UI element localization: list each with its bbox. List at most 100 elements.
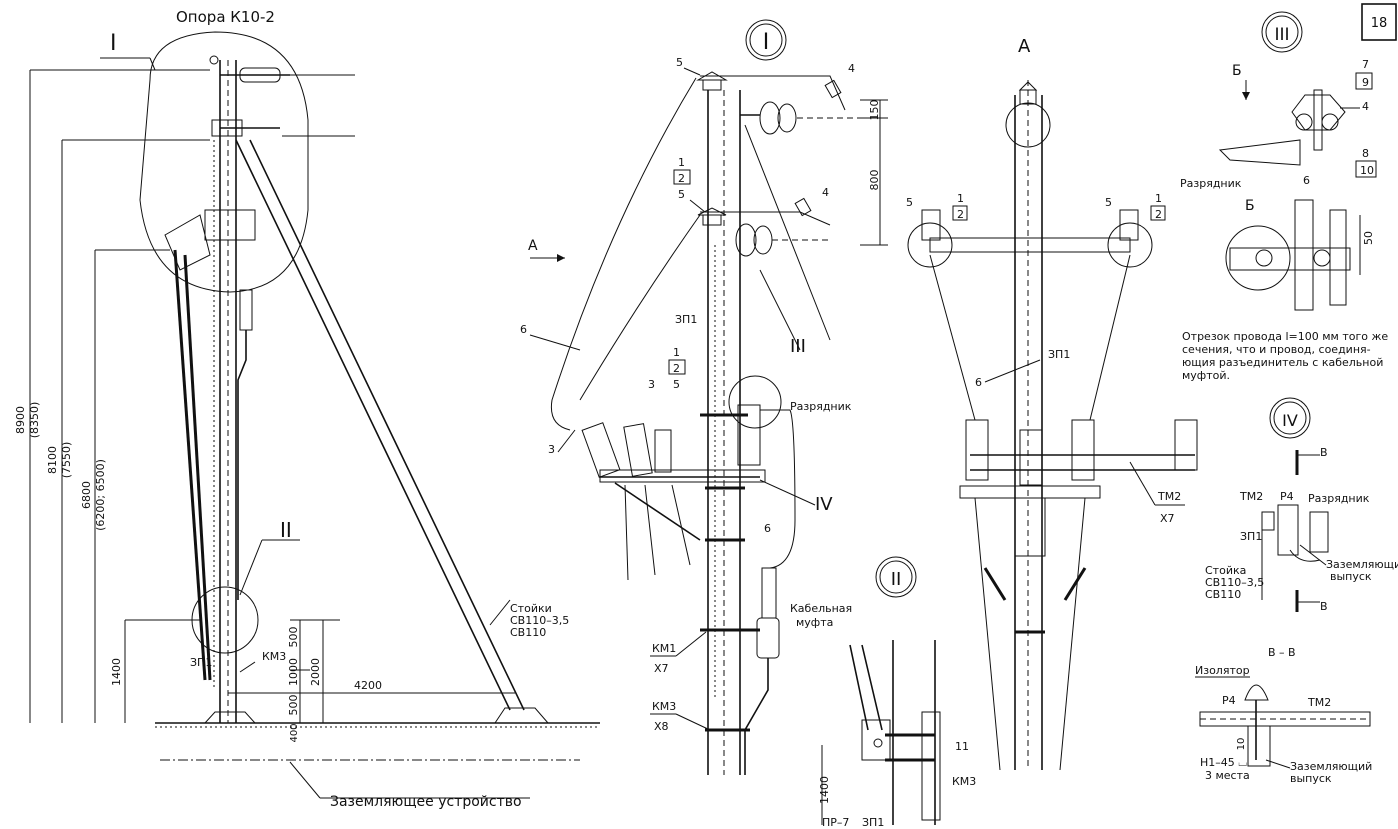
label-sv110: СВ110 <box>510 626 546 639</box>
label-2b: 2 <box>673 362 680 375</box>
label-n2-vv: 3 места <box>1205 769 1250 782</box>
view-IV: IV В В ТМ2 Р4 Разрядник ЗП1 Стойка СВ110… <box>1205 397 1398 613</box>
label-x7: Х7 <box>654 662 669 675</box>
label-tm2-vv: ТМ2 <box>1307 696 1331 709</box>
label-tm2-vA: ТМ2 <box>1157 490 1181 503</box>
label-x7-vA: Х7 <box>1160 512 1175 525</box>
marker-I-main: I <box>110 31 117 56</box>
dim-1000: 1000 <box>287 658 300 686</box>
label-insulator: Изолятор <box>1195 664 1250 677</box>
label-stoyki: Стойки <box>510 602 552 615</box>
label-zp1-v2: ЗП1 <box>862 816 884 829</box>
dim-8350: (8350) <box>28 402 41 439</box>
label-pr7: ПР–7 <box>822 816 849 829</box>
label-9-v3: 9 <box>1362 76 1369 89</box>
dim-500b: 500 <box>287 695 300 716</box>
label-6-vA: 6 <box>975 376 982 389</box>
label-8-v3: 8 <box>1362 147 1369 160</box>
label-arrester-v1: Разрядник <box>790 400 852 413</box>
label-5r: 5 <box>1105 196 1112 209</box>
label-4a: 4 <box>848 62 855 75</box>
dim-4200: 4200 <box>354 679 382 692</box>
sheet-number-box: 18 <box>1361 3 1397 41</box>
dim-6200: (6200; 6500) <box>94 459 107 531</box>
view-III: III Б 50 7 9 4 8 10 Разрядник 6 Б Отрезо… <box>1180 11 1388 382</box>
view-A: А 5 1 2 5 1 2 <box>906 36 1198 771</box>
label-5a: 5 <box>676 56 683 69</box>
dim-500a: 500 <box>287 627 300 648</box>
label-sv1-v4: СВ110–3,5 <box>1205 576 1264 589</box>
view-B-mid-label: Б <box>1245 198 1255 214</box>
label-zp1-v1: ЗП1 <box>675 313 697 326</box>
label-x8: Х8 <box>654 720 669 733</box>
dim-50: 50 <box>1362 231 1375 245</box>
label-arrester-v3: Разрядник <box>1180 177 1242 190</box>
label-sv110-35: СВ110–3,5 <box>510 614 569 627</box>
dim-1400: 1400 <box>110 658 123 686</box>
dim-8900: 8900 <box>14 406 27 434</box>
label-tm2-v4: ТМ2 <box>1239 490 1263 503</box>
label-1l: 1 <box>957 192 964 205</box>
dim-1400b: 1400 <box>818 776 831 804</box>
label-5c: 5 <box>673 378 680 391</box>
note-line-1: Отрезок провода l=100 мм того же <box>1182 330 1388 343</box>
label-n1-vv: Н1–45 ⌴ <box>1200 756 1247 769</box>
note-line-3: ющия разъединитель с кабельной <box>1182 356 1383 369</box>
sheet-number: 18 <box>1371 16 1388 31</box>
label-km3-v2: КМ3 <box>952 775 976 788</box>
label-arrester-v4: Разрядник <box>1308 492 1370 505</box>
label-10-v3: 10 <box>1360 164 1374 177</box>
support-title: Опора К10-2 <box>176 8 275 26</box>
view-I: I <box>520 19 888 775</box>
label-stoyka-v4: Стойка <box>1205 564 1246 577</box>
view-B-label: Б <box>1232 63 1242 79</box>
label-g2-v4: выпуск <box>1330 570 1372 583</box>
label-6-v3: 6 <box>1303 174 1310 187</box>
label-V-top: В <box>1320 446 1328 459</box>
label-zp1-vA: ЗП1 <box>1048 348 1070 361</box>
label-cable2: муфта <box>796 616 833 629</box>
label-2r: 2 <box>1155 208 1162 221</box>
dim-2000: 2000 <box>309 658 322 686</box>
label-4-v3: 4 <box>1362 100 1369 113</box>
marker-III-v1: III <box>790 336 806 357</box>
label-g1-v4: Заземляющий <box>1326 558 1398 571</box>
dim-6800: 6800 <box>80 481 93 509</box>
label-6-v1: 6 <box>520 323 527 336</box>
label-5b: 5 <box>678 188 685 201</box>
label-V-bottom: В <box>1320 600 1328 613</box>
label-1b: 1 <box>673 346 680 359</box>
label-3a: 3 <box>648 378 655 391</box>
label-6b-v1: 6 <box>764 522 771 535</box>
marker-IV-view: IV <box>1282 411 1298 430</box>
marker-I-view: I <box>763 30 770 55</box>
label-1r: 1 <box>1155 192 1162 205</box>
label-km1: КМ1 <box>652 642 676 655</box>
marker-II-main: II <box>280 518 292 542</box>
view-II: II 1400 11 КМ3 ПР–7 ЗП1 <box>818 556 976 829</box>
label-2a: 2 <box>678 172 685 185</box>
label-1a: 1 <box>678 156 685 169</box>
label-p4-vv: Р4 <box>1222 694 1236 707</box>
view-A-arrow-label: А <box>528 238 538 254</box>
main-elevation: Опора К10-2 Заземляющее устройство <box>14 8 600 810</box>
label-zp1-v4: ЗП1 <box>1240 530 1262 543</box>
marker-II-view: II <box>891 569 902 590</box>
view-A-label: А <box>1018 36 1031 57</box>
label-g2-vv: выпуск <box>1290 772 1332 785</box>
section-VV: В – В Изолятор Р4 ТМ2 10 Н1–45 ⌴ 3 места… <box>1195 646 1372 785</box>
label-g1-vv: Заземляющий <box>1290 760 1372 773</box>
dim-800: 800 <box>868 170 881 191</box>
marker-III-view: III <box>1274 25 1289 45</box>
dim-8100: 8100 <box>46 446 59 474</box>
dim-400: 400 <box>289 723 300 742</box>
label-cable1: Кабельная <box>790 602 852 615</box>
label-2l: 2 <box>957 208 964 221</box>
label-km3-v1: КМ3 <box>652 700 676 713</box>
label-p4-v4: Р4 <box>1280 490 1294 503</box>
marker-IV-v1: IV <box>815 494 833 515</box>
label-5l: 5 <box>906 196 913 209</box>
label-zp1-main: ЗП1 <box>190 656 212 669</box>
label-sv2-v4: СВ110 <box>1205 588 1241 601</box>
